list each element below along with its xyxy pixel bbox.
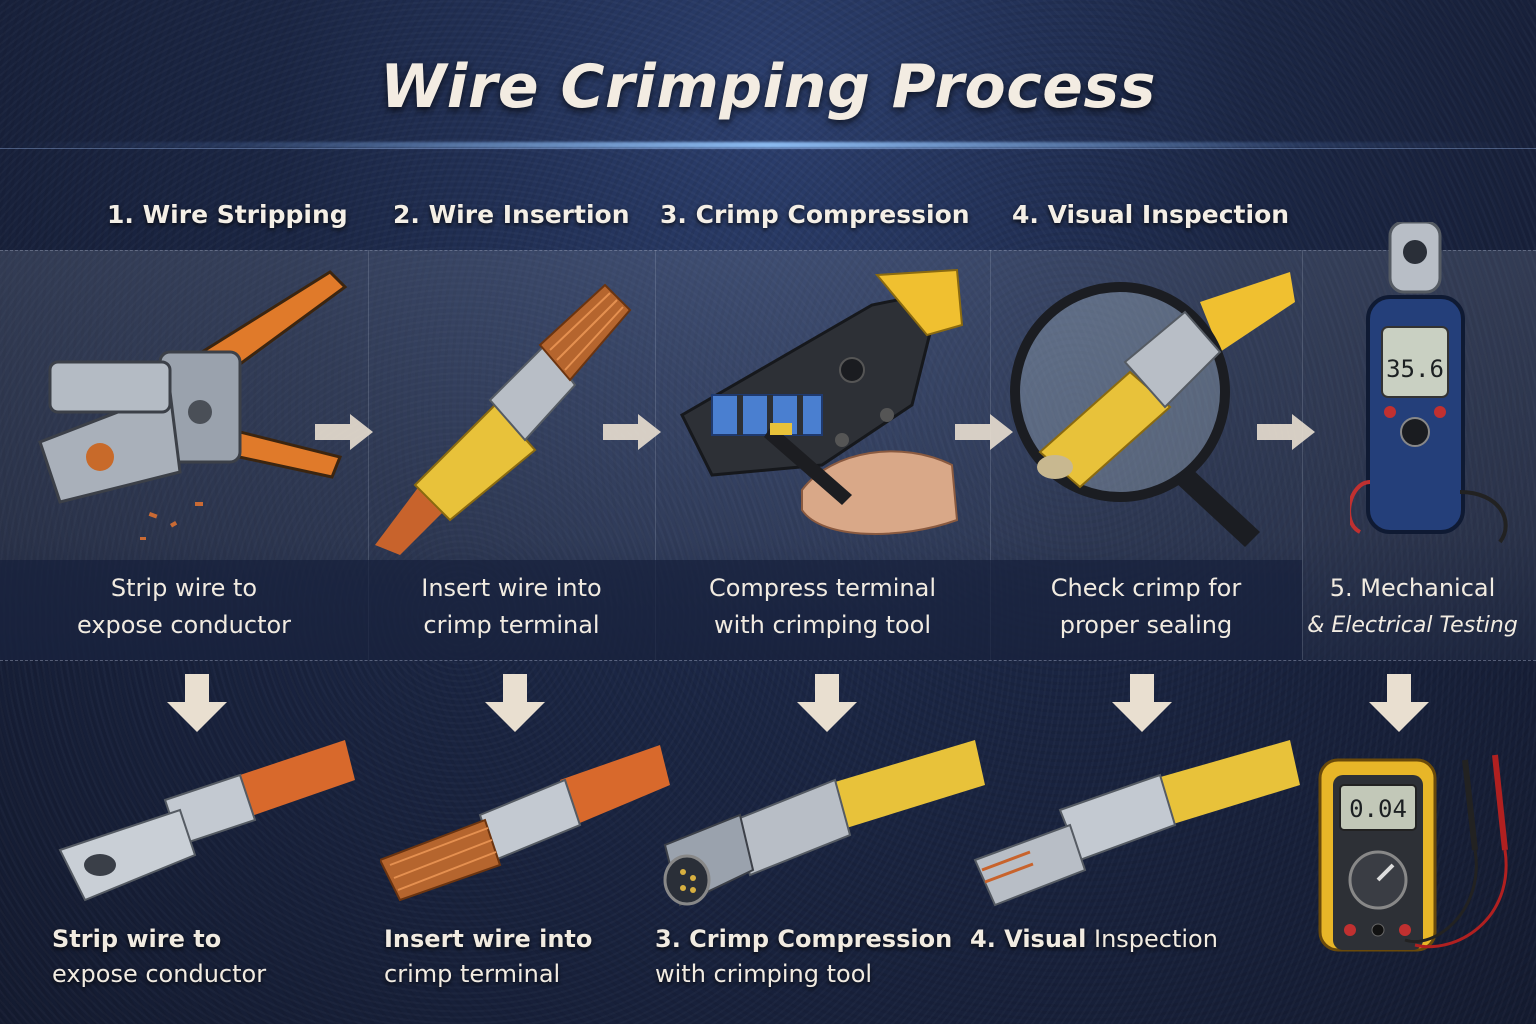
- step-header-4: 4. Visual Inspection: [1012, 200, 1290, 229]
- arrow-down-icon: [485, 674, 545, 732]
- page-title: Wire Crimping Process: [380, 52, 1156, 122]
- wire-stripper-illustration: [38, 270, 348, 540]
- arrow-right-icon: [955, 414, 1013, 450]
- arrow-down-icon: [797, 674, 857, 732]
- title-rule: [0, 148, 1536, 149]
- bottom-caption-1: Strip wire to expose conductor: [52, 925, 267, 988]
- bottom-caption-4: 4. Visual Inspection: [970, 925, 1218, 953]
- arrow-down-icon: [1369, 674, 1429, 732]
- bottom-caption-2: Insert wire into crimp terminal: [384, 925, 593, 988]
- magnifier-illustration: [1010, 272, 1295, 547]
- meter-display-text: 35.6: [1386, 355, 1444, 383]
- arrow-down-icon: [1112, 674, 1172, 732]
- tension-meter-illustration: 35.6: [1350, 222, 1508, 544]
- connector-result: [663, 740, 985, 907]
- arrow-right-icon: [1257, 414, 1315, 450]
- caption-visual-inspection: Check crimp for proper sealing: [990, 560, 1302, 660]
- wire-insertion-illustration: [375, 283, 632, 555]
- top-dashed-divider: [0, 250, 1536, 251]
- caption-wire-stripping: Strip wire to expose conductor: [0, 560, 368, 660]
- caption-testing: 5. Mechanical & Electrical Testing: [1307, 574, 1518, 638]
- middle-dashed-divider: [0, 660, 1536, 661]
- multimeter-illustration: 0.04: [1318, 754, 1508, 952]
- step-header-3: 3. Crimp Compression: [660, 200, 970, 229]
- crimp-tool-illustration: [680, 268, 964, 535]
- arrow-down-icon: [167, 674, 227, 732]
- step-header-2: 2. Wire Insertion: [393, 200, 630, 229]
- caption-wire-insertion: Insert wire into crimp terminal: [368, 560, 655, 660]
- bottom-caption-3: 3. Crimp Compression with crimping tool: [655, 925, 953, 988]
- ring-terminal-result: [58, 740, 355, 902]
- multimeter-display-text: 0.04: [1349, 795, 1407, 823]
- inspected-crimp-result: [973, 740, 1300, 907]
- butt-splice-result: [380, 745, 670, 902]
- arrow-right-icon: [603, 414, 661, 450]
- caption-crimp-compression: Compress terminal with crimping tool: [655, 560, 990, 660]
- step-header-1: 1. Wire Stripping: [107, 200, 348, 229]
- title-glow-line: [0, 142, 1536, 148]
- arrow-right-icon: [315, 414, 373, 450]
